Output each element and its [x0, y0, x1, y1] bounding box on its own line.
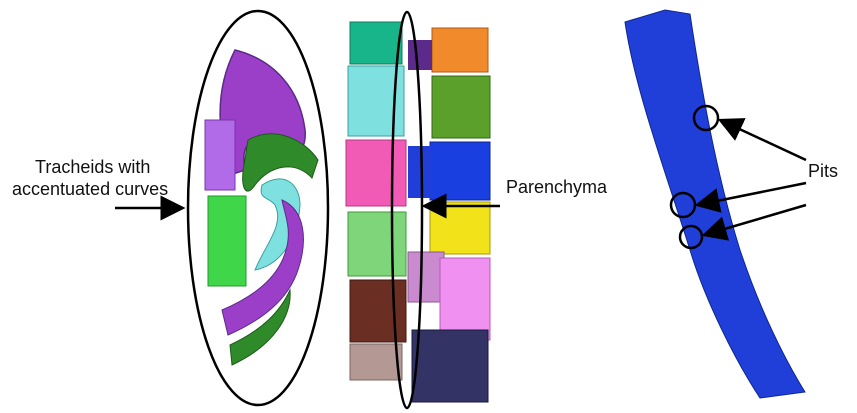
tracheids-label-line1: Tracheids with — [35, 156, 150, 178]
cell-olive-green — [432, 76, 490, 138]
pits-label: Pits — [808, 160, 838, 182]
tracheid-bright-green-block — [208, 196, 246, 286]
cell-yellow — [430, 202, 490, 254]
cell-pink — [346, 140, 406, 206]
cell-light-magenta — [440, 258, 490, 340]
tracheids-label-line2: accentuated curves — [12, 178, 168, 200]
cell-brown — [350, 280, 406, 342]
cell-royal-blue-strip — [408, 146, 432, 198]
tracheid-violet-block — [205, 120, 235, 190]
pitted-tracheid — [625, 10, 805, 398]
parenchyma-label: Parenchyma — [506, 176, 607, 198]
parenchyma-outline-ellipse — [392, 12, 422, 408]
tracheid-cluster — [205, 50, 318, 365]
cell-navy — [412, 330, 488, 402]
cell-teal — [350, 22, 402, 64]
cell-violet-strip — [408, 40, 432, 70]
cell-lavender — [408, 252, 444, 302]
cell-orange — [432, 28, 488, 72]
cell-blue — [430, 142, 490, 200]
cell-dusty-rose — [350, 344, 402, 380]
pits-arrow-1 — [720, 120, 806, 160]
cell-light-green — [348, 212, 406, 276]
